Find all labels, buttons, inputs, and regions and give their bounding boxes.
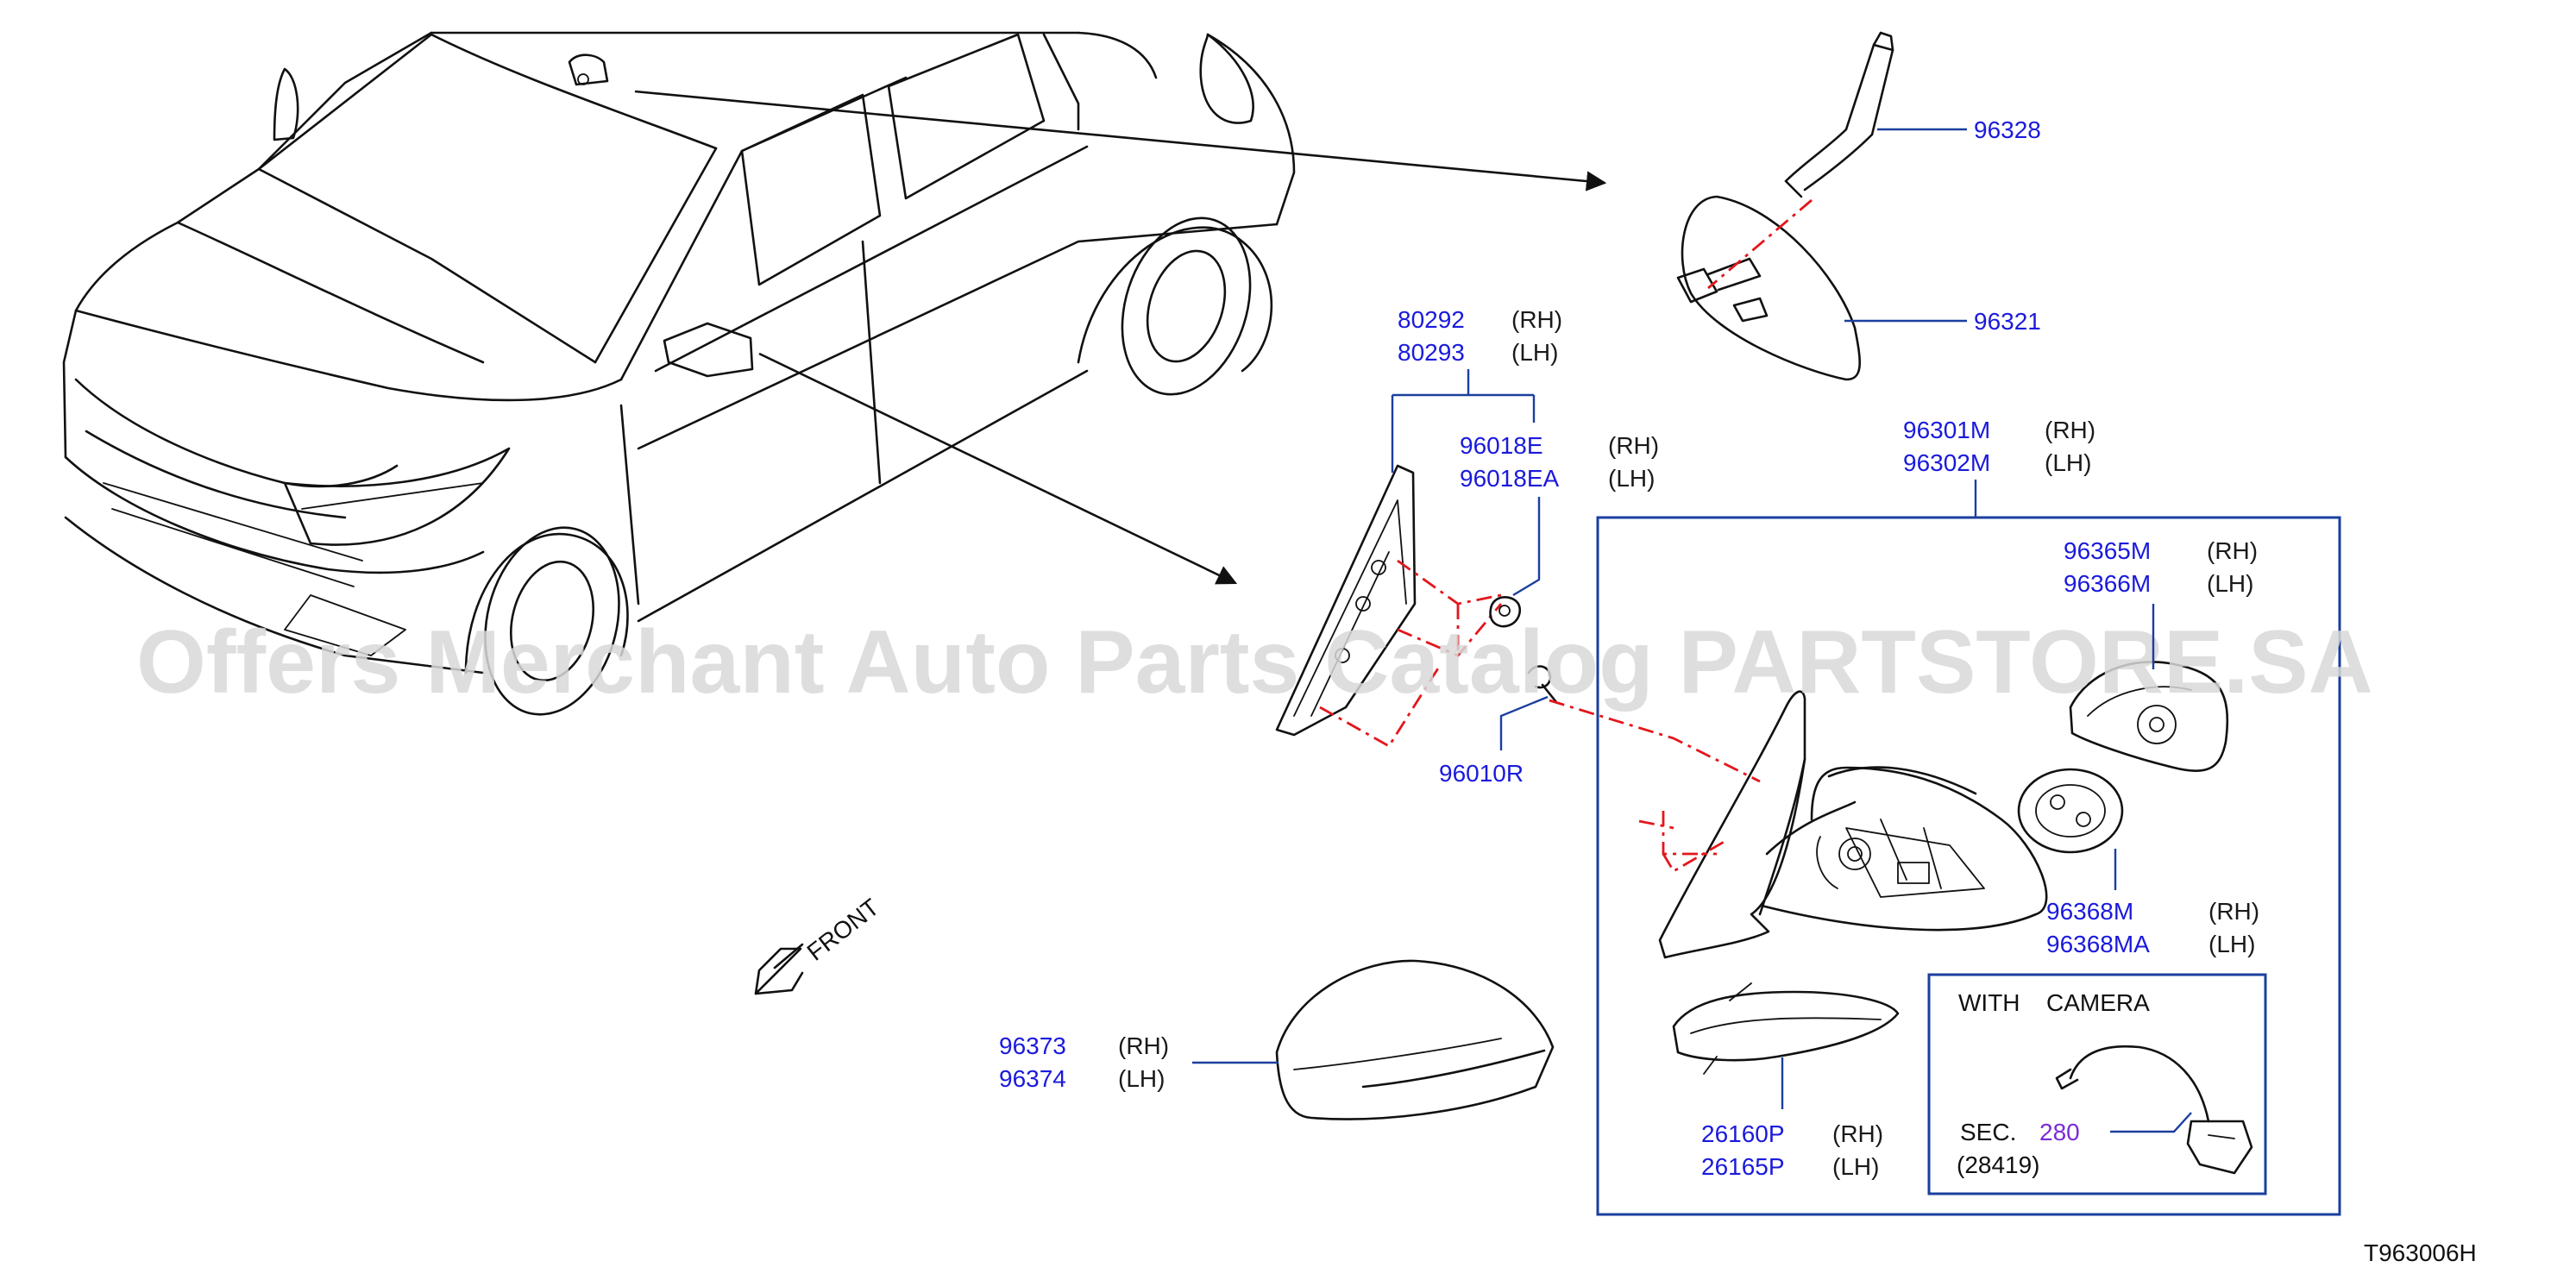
camera-frame	[1927, 973, 2267, 1195]
side-label-96366M: (LH)	[2207, 570, 2253, 597]
vehicle-illustration	[62, 31, 1296, 716]
clip-drawing	[1489, 596, 1521, 628]
side-label-96368M: (RH)	[2208, 898, 2259, 925]
side-label-96302M: (LH)	[2045, 449, 2091, 476]
side-label-96018EA: (LH)	[1608, 465, 1655, 492]
part-number-80292: 80292	[1398, 306, 1465, 333]
part-number-96328: 96328	[1974, 116, 2041, 143]
side-label-96018E: (RH)	[1608, 432, 1659, 459]
turn-signal-lamp-drawing	[1672, 982, 1900, 1075]
camera-box-title-camera: CAMERA	[2046, 989, 2150, 1016]
part-number-96301M: 96301M	[1903, 417, 1990, 443]
mirror-actuator-drawing	[2017, 768, 2124, 854]
camera-harness-drawing	[2055, 1045, 2253, 1175]
camera-box-title-with: WITH	[1958, 989, 2020, 1016]
part-number-96302M: 96302M	[1903, 449, 1990, 476]
watermark-text: Offers Merchant Auto Parts Catalog PARTS…	[136, 612, 2373, 712]
part-number-26160P: 26160P	[1701, 1120, 1785, 1147]
interior-mirror-drawing	[1676, 31, 1894, 381]
part-number-96010R: 96010R	[1439, 760, 1524, 787]
front-label: FRONT	[802, 894, 884, 966]
mirror-cover-drawing	[1275, 959, 1555, 1120]
corner-cover-drawing	[1275, 464, 1503, 748]
leader-arrow-exterior	[758, 352, 1238, 585]
part-number-96368MA: 96368MA	[2046, 931, 2150, 957]
part-number-96366M: 96366M	[2064, 570, 2151, 597]
part-number-96018EA: 96018EA	[1460, 465, 1560, 492]
side-label-26160P: (RH)	[1832, 1120, 1883, 1147]
leader-arrow-interior	[634, 90, 1607, 191]
side-label-96365M: (RH)	[2207, 537, 2258, 564]
screw-drawing	[1527, 665, 1558, 704]
section-number-link[interactable]: 280	[2039, 1119, 2080, 1145]
part-number-96321: 96321	[1974, 308, 2041, 335]
section-label: SEC.	[1960, 1119, 2016, 1145]
door-mirror-drawing	[1638, 690, 2048, 959]
part-number-26165P: 26165P	[1701, 1153, 1785, 1180]
part-number-96365M: 96365M	[2064, 537, 2151, 564]
mirror-assembly-frame	[1596, 516, 2341, 1216]
mirror-glass-drawing	[2069, 661, 2229, 772]
side-label-80293: (LH)	[1511, 339, 1558, 366]
side-label-96301M: (RH)	[2045, 417, 2095, 443]
part-number-96368M: 96368M	[2046, 898, 2133, 925]
part-number-96373: 96373	[999, 1032, 1066, 1059]
side-label-80292: (RH)	[1511, 306, 1562, 333]
side-label-96368MA: (LH)	[2208, 931, 2255, 957]
side-label-26165P: (LH)	[1832, 1153, 1879, 1180]
part-number-96374: 96374	[999, 1065, 1066, 1092]
part-number-80293: 80293	[1398, 339, 1465, 366]
section-sub-ref: (28419)	[1957, 1151, 2040, 1178]
side-label-96373: (RH)	[1118, 1032, 1169, 1059]
diagram-code: T963006H	[2364, 1239, 2477, 1266]
part-number-96018E: 96018E	[1460, 432, 1543, 459]
side-label-96374: (LH)	[1118, 1065, 1165, 1092]
front-direction-indicator: FRONT	[754, 894, 884, 995]
